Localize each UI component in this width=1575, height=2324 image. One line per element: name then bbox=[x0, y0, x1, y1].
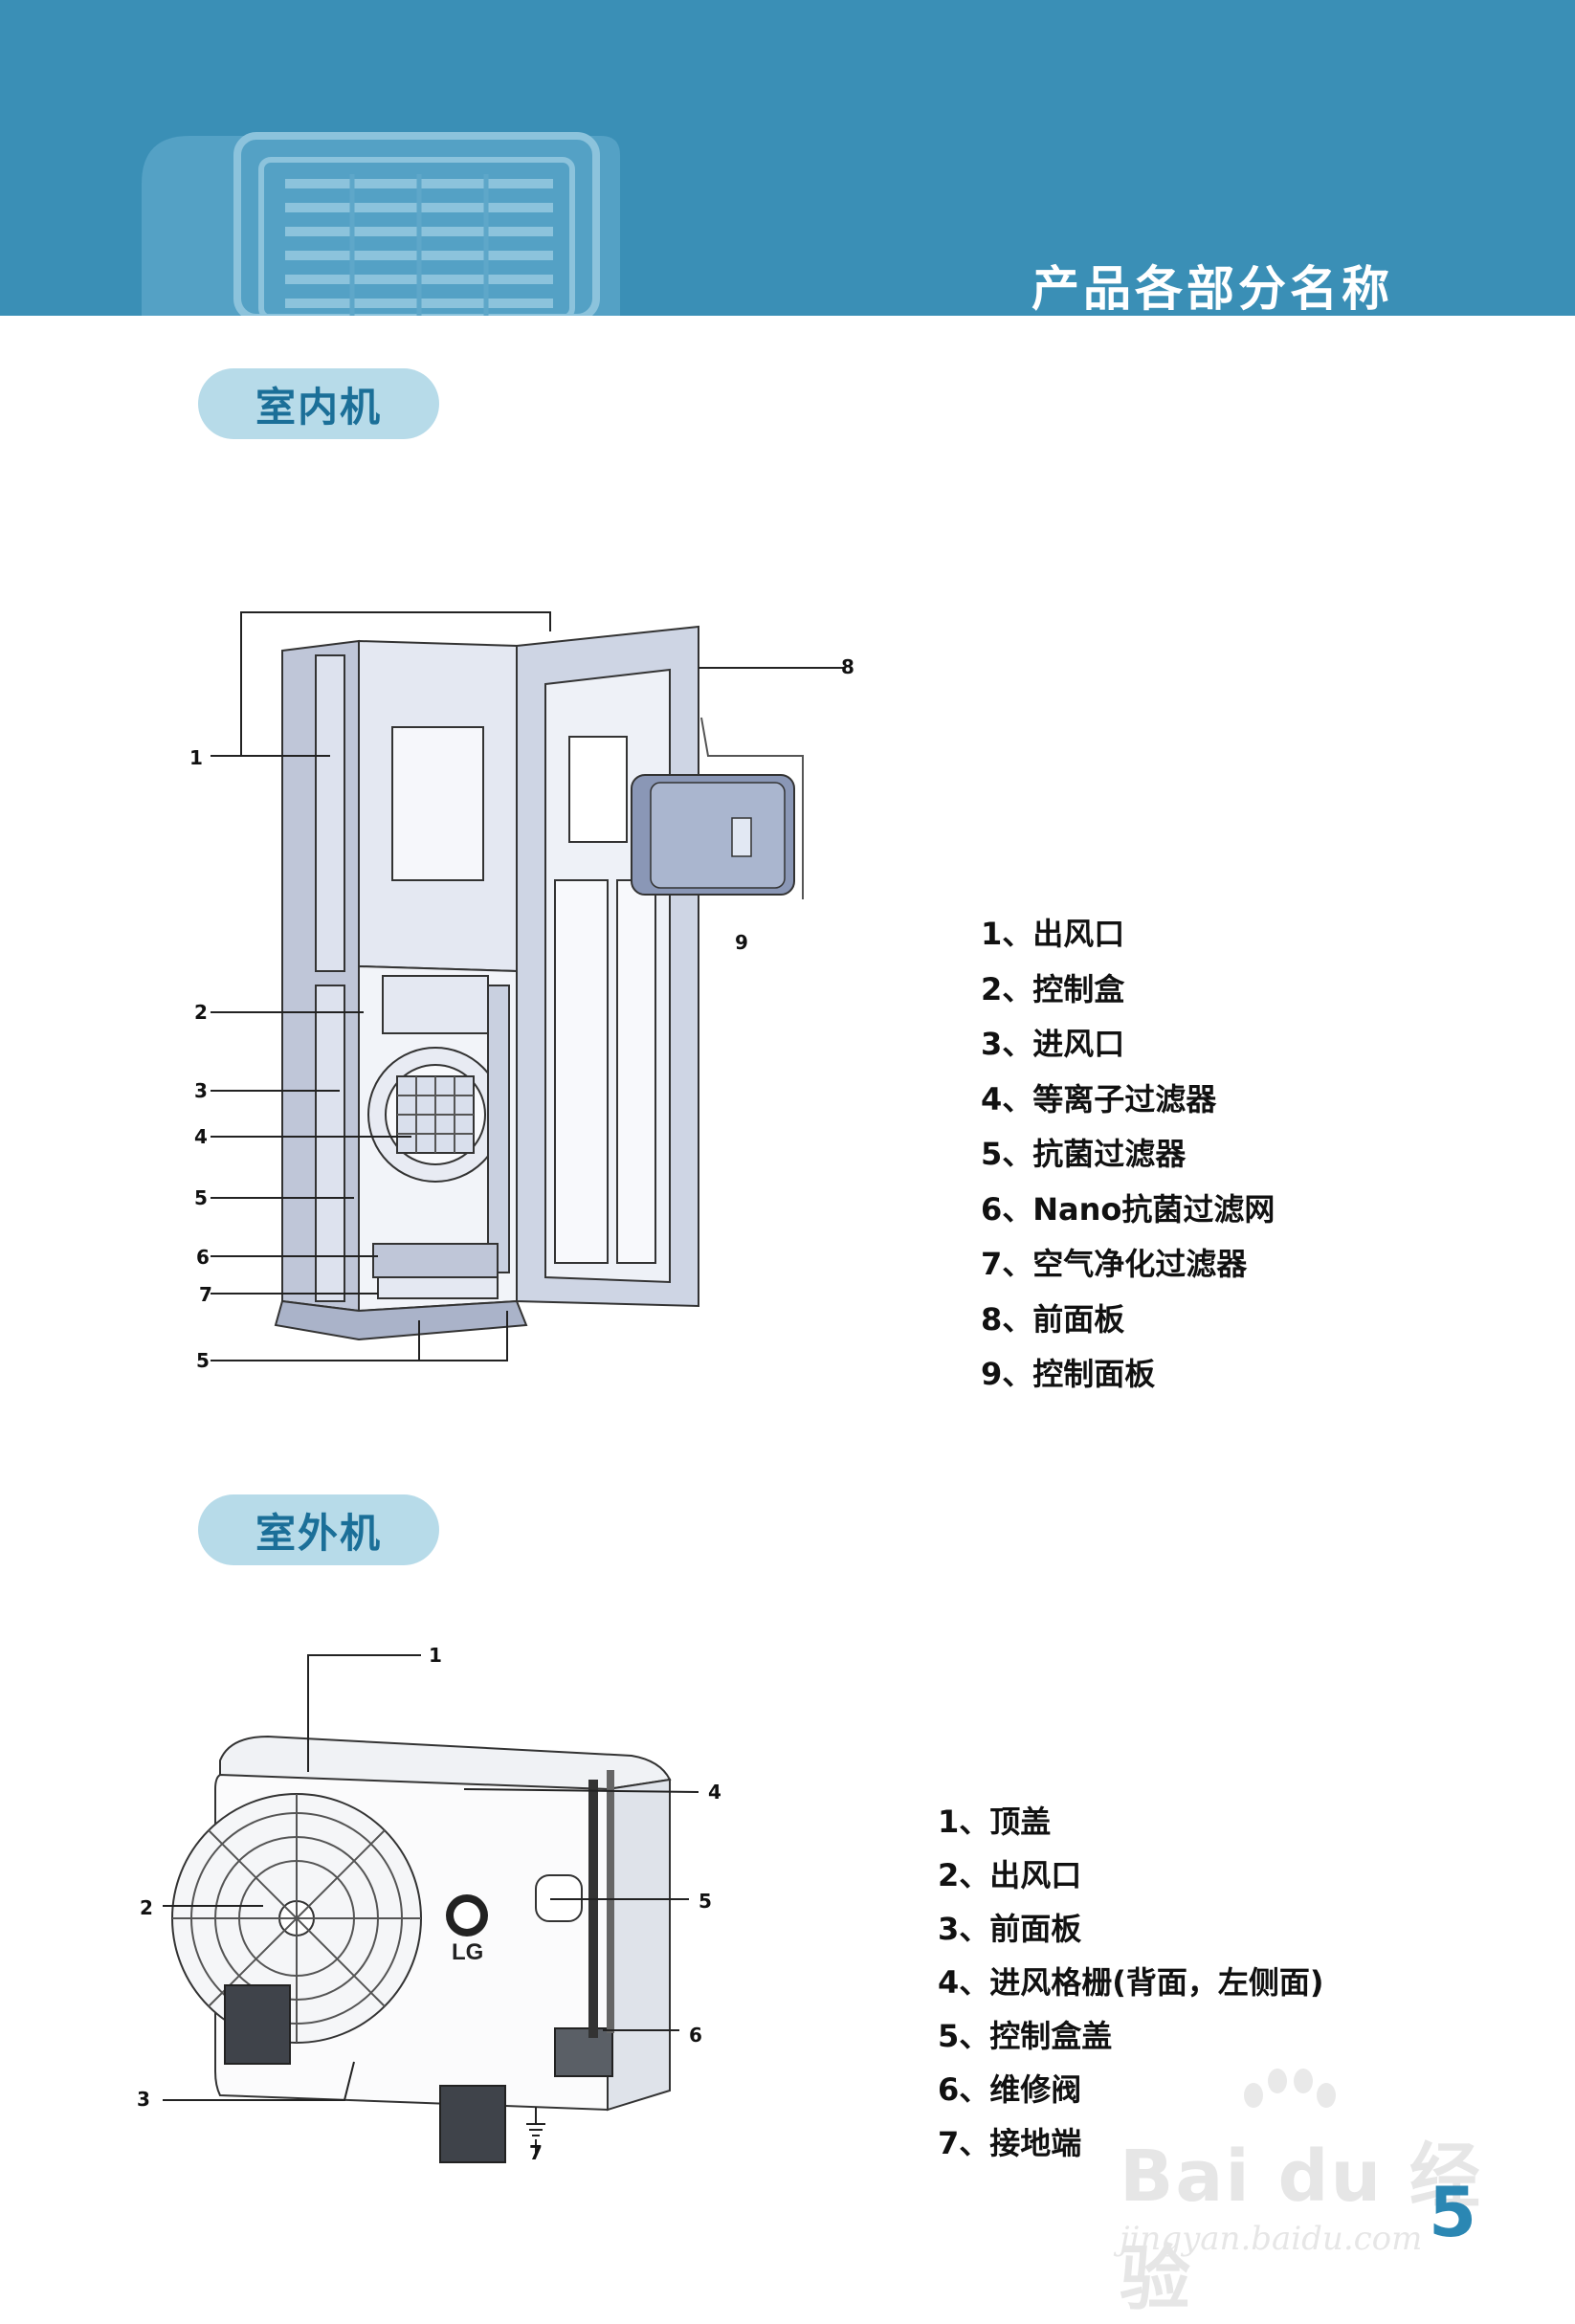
indoor-callout-5-lower: 5 bbox=[196, 1349, 210, 1372]
watermark-url: jingyan.baidu.com bbox=[1120, 2220, 1423, 2258]
outdoor-unit-diagram: LG bbox=[163, 1654, 699, 2163]
list-item: 5、控制盒盖 bbox=[938, 2018, 1113, 2054]
list-item: 4、等离子过滤器 bbox=[981, 1080, 1217, 1118]
list-item: 7、接地端 bbox=[938, 2125, 1082, 2161]
list-item: 1、顶盖 bbox=[938, 1804, 1052, 1840]
outdoor-callout-7: 7 bbox=[529, 2141, 543, 2164]
list-item: 4、进风格栅(背面，左侧面) bbox=[938, 1964, 1324, 2001]
indoor-unit-heading: 室内机 bbox=[198, 368, 439, 439]
header-banner: 产品各部分名称 bbox=[0, 0, 1575, 316]
lg-logo-text: LG bbox=[452, 1939, 483, 1965]
indoor-callout-4: 4 bbox=[194, 1125, 208, 1148]
indoor-callout-9: 9 bbox=[735, 931, 748, 954]
list-item: 6、维修阀 bbox=[938, 2071, 1082, 2108]
list-item: 5、抗菌过滤器 bbox=[981, 1136, 1187, 1172]
list-item: 6、Nano抗菌过滤网 bbox=[981, 1190, 1276, 1228]
outdoor-callout-6: 6 bbox=[689, 2024, 702, 2047]
list-item: 8、前面板 bbox=[981, 1300, 1125, 1338]
list-item: 3、进风口 bbox=[981, 1026, 1125, 1062]
indoor-callout-5: 5 bbox=[194, 1186, 208, 1209]
list-item: 9、控制面板 bbox=[981, 1356, 1156, 1392]
outdoor-parts-list: 1、顶盖 2、出风口 3、前面板 4、进风格栅(背面，左侧面) 5、控制盒盖 6… bbox=[938, 1795, 1324, 2170]
outdoor-callout-3: 3 bbox=[137, 2088, 150, 2111]
outdoor-unit-heading: 室外机 bbox=[198, 1494, 439, 1565]
paw-print-icon bbox=[1244, 2069, 1336, 2108]
list-item: 2、控制盒 bbox=[981, 970, 1125, 1007]
indoor-callout-7: 7 bbox=[199, 1283, 212, 1306]
list-item: 3、前面板 bbox=[938, 1911, 1082, 1947]
indoor-unit-diagram bbox=[211, 611, 844, 1361]
indoor-parts-list: 1、出风口 2、控制盒 3、进风口 4、等离子过滤器 5、抗菌过滤器 6、Nan… bbox=[981, 907, 1275, 1403]
list-item: 7、空气净化过滤器 bbox=[981, 1246, 1248, 1282]
indoor-callout-1: 1 bbox=[189, 746, 203, 769]
indoor-callout-3: 3 bbox=[194, 1079, 208, 1102]
outdoor-callout-5: 5 bbox=[699, 1890, 712, 1913]
indoor-callout-6: 6 bbox=[196, 1246, 210, 1269]
outdoor-callout-1: 1 bbox=[429, 1644, 442, 1667]
outdoor-callout-2: 2 bbox=[140, 1896, 153, 1919]
page-title: 产品各部分名称 bbox=[1032, 261, 1393, 316]
indoor-callout-8: 8 bbox=[841, 655, 854, 678]
air-conditioner-decoration-icon bbox=[142, 132, 620, 316]
indoor-callout-2: 2 bbox=[194, 1001, 208, 1024]
list-item: 2、出风口 bbox=[938, 1857, 1082, 1893]
watermark-brand: Bai du 经验 bbox=[1120, 2136, 1482, 2320]
outdoor-callout-4: 4 bbox=[708, 1781, 721, 1804]
list-item: 1、出风口 bbox=[981, 916, 1125, 952]
baidu-watermark: Bai du 经验 jingyan.baidu.com bbox=[1120, 2067, 1483, 2320]
page-number: 5 bbox=[1429, 2172, 1477, 2252]
